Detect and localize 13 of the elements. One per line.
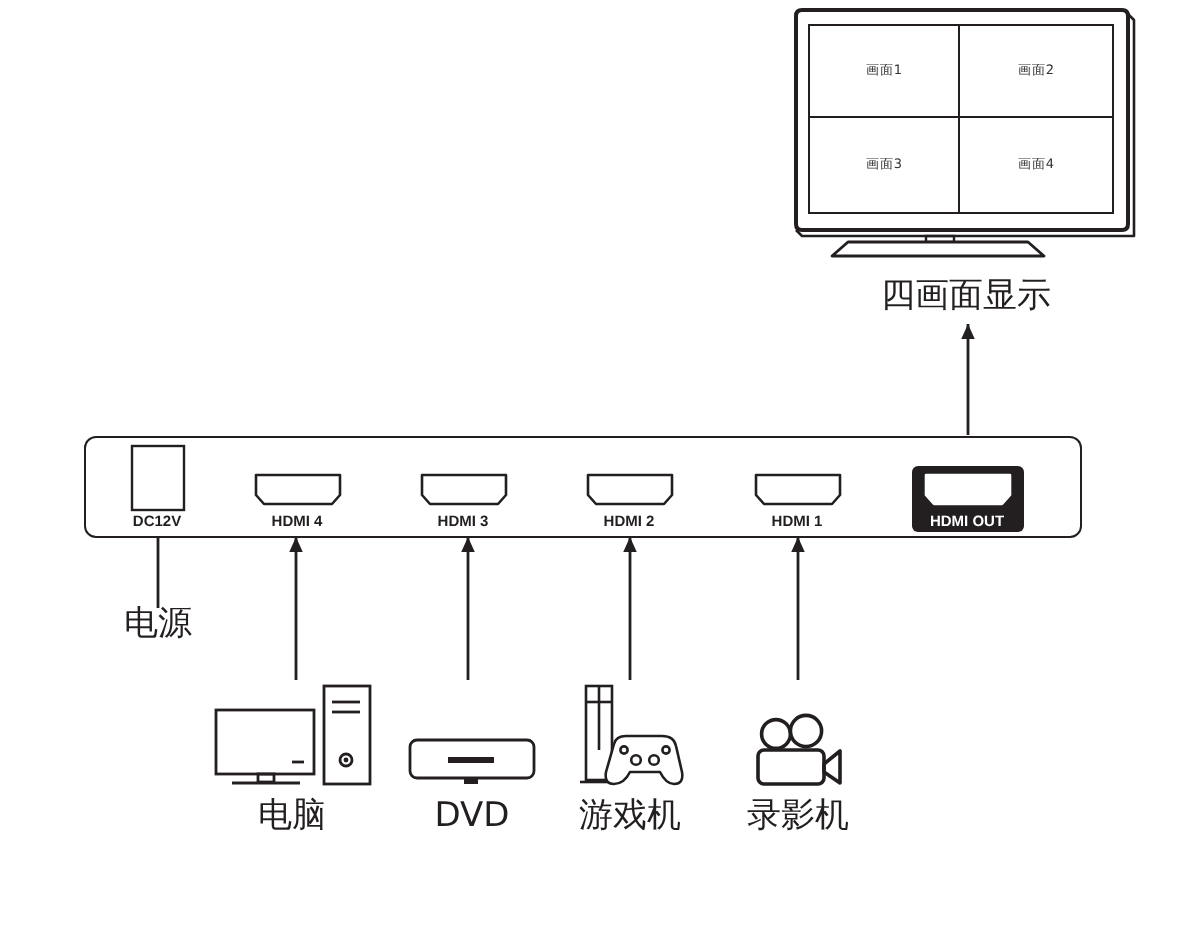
arrow	[461, 537, 475, 680]
switcher-panel	[84, 436, 1082, 538]
label: 电源	[124, 608, 192, 642]
arrow	[961, 324, 975, 435]
label: 四画面显示	[881, 280, 1051, 314]
arrow	[791, 537, 805, 680]
device-label: DVD	[434, 800, 510, 834]
arrow	[623, 537, 637, 680]
arrow	[289, 537, 303, 680]
device-label: 电脑	[258, 800, 326, 834]
device-label: 录影机	[747, 800, 849, 834]
device-label: 游戏机	[579, 800, 681, 834]
connector-line	[156, 537, 160, 608]
